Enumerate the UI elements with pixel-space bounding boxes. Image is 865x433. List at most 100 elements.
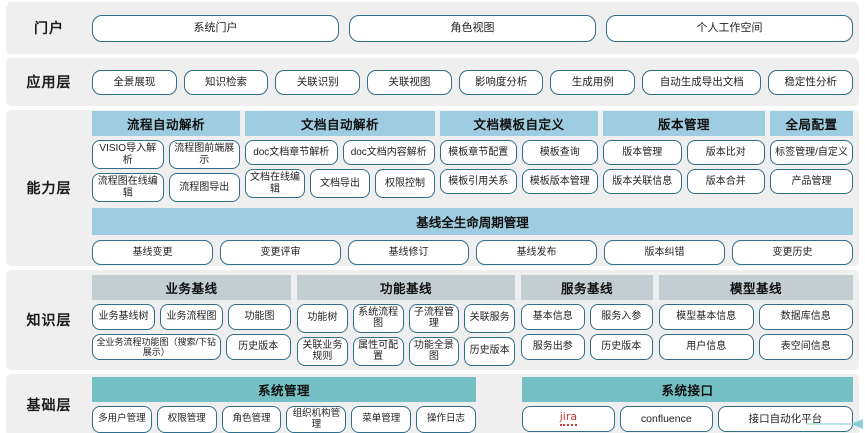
baseline-button-version-correction[interactable]: 版本纠错 [604, 240, 725, 265]
base-group-system-mgmt: 系统管理 多用户管理 权限管理 角色管理 组织机构管理 菜单管理 操作日志 [92, 376, 476, 433]
baseline-button-publish[interactable]: 基线发布 [476, 240, 597, 265]
top-left-notch [0, 0, 9, 9]
group-title-version-mgmt: 版本管理 [603, 111, 765, 136]
kn-button-function-tree[interactable]: 功能树 [297, 303, 348, 333]
cap-button-product-mgmt[interactable]: 产品管理 [770, 169, 853, 194]
baseline-lifecycle-block: 基线全生命周期管理 基线变更 变更评审 基线修订 基线发布 版本纠错 变更历史 [92, 208, 853, 265]
layer-knowledge-body: 业务基线 业务基线树 业务流程图 功能图 全业务流程功能图（搜索/下钻展示） 历… [92, 270, 859, 370]
kn-button-full-business-flow-function-map[interactable]: 全业务流程功能图（搜索/下钻展示） [92, 333, 221, 361]
group-title-doc-parse: 文档自动解析 [245, 111, 435, 136]
cap-button-version-compare[interactable]: 版本比对 [686, 140, 765, 165]
kn-button-user-info[interactable]: 用户信息 [659, 333, 754, 360]
cap-button-template-version-mgmt[interactable]: 模板版本管理 [521, 169, 598, 194]
layer-capability-body: 流程自动解析 VISIO导入解析 流程图前端展示 流程图在线编辑 流程图导出 文… [92, 110, 859, 266]
cap-button-doc-content-parse[interactable]: doc文档内容解析 [342, 140, 435, 165]
base-button-menu-mgmt[interactable]: 菜单管理 [351, 405, 412, 433]
group-title-process-parse: 流程自动解析 [92, 111, 240, 136]
capability-group-row: 流程自动解析 VISIO导入解析 流程图前端展示 流程图在线编辑 流程图导出 文… [92, 111, 853, 202]
base-button-org-structure-mgmt[interactable]: 组织机构管理 [286, 405, 347, 433]
cap-button-template-chapter-config[interactable]: 模板章节配置 [440, 140, 517, 165]
app-button-generate-cases[interactable]: 生成用例 [550, 69, 636, 95]
base-button-operation-log[interactable]: 操作日志 [416, 405, 476, 433]
cap-button-flowchart-online-edit[interactable]: 流程图在线编辑 [92, 173, 164, 202]
cap-button-version-merge[interactable]: 版本合并 [686, 169, 765, 194]
base-button-jira[interactable]: jira [522, 405, 615, 432]
kn-button-basic-info[interactable]: 基本信息 [521, 303, 585, 330]
group-rows-service-baseline: 基本信息 服务入参 服务出参 历史版本 [521, 300, 653, 360]
kn-button-service-input-params[interactable]: 服务入参 [589, 303, 653, 330]
kn-button-model-basic-info[interactable]: 模型基本信息 [659, 303, 754, 330]
base-group-row: 系统管理 多用户管理 权限管理 角色管理 组织机构管理 菜单管理 操作日志 系 [92, 376, 853, 433]
base-button-multi-user-mgmt[interactable]: 多用户管理 [92, 405, 152, 433]
app-button-impact-analysis[interactable]: 影响度分析 [458, 69, 544, 95]
layer-base-label: 基础层 [26, 397, 72, 413]
group-rows-doc-template: 模板章节配置 模板查询 模板引用关系 模板版本管理 [440, 136, 598, 194]
kn-button-related-business-rules[interactable]: 关联业务规则 [297, 336, 348, 366]
group-line: 基本信息 服务入参 [521, 303, 653, 330]
layer-knowledge-label: 知识层 [26, 312, 72, 328]
app-button-auto-export-doc[interactable]: 自动生成导出文档 [642, 69, 762, 95]
app-button-stability-analysis[interactable]: 稳定性分析 [768, 69, 853, 95]
baseline-button-change-review[interactable]: 变更评审 [220, 240, 341, 265]
cap-button-doc-chapter-parse[interactable]: doc文档章节解析 [245, 140, 338, 165]
group-line: 版本管理 版本比对 [603, 140, 765, 165]
kn-button-function-panorama[interactable]: 功能全景图 [408, 336, 460, 366]
bottom-right-arrow-icon [807, 419, 865, 429]
cap-button-template-query[interactable]: 模板查询 [521, 140, 598, 165]
group-line: jira confluence 接口自动化平台 [522, 405, 853, 432]
knowledge-group-business-baseline: 业务基线 业务基线树 业务流程图 功能图 全业务流程功能图（搜索/下钻展示） 历… [92, 274, 291, 366]
group-line: 模板引用关系 模板版本管理 [440, 169, 598, 194]
kn-button-attribute-configurable[interactable]: 属性可配置 [352, 336, 404, 366]
group-line: 功能树 系统流程图 子流程管理 关联服务 [297, 303, 515, 333]
cap-button-tag-mgmt-custom[interactable]: 标签管理/自定义 [770, 140, 853, 165]
group-rows-global-config: 标签管理/自定义 产品管理 [770, 136, 853, 194]
cap-button-doc-export[interactable]: 文档导出 [310, 169, 370, 198]
base-button-confluence[interactable]: confluence [619, 405, 713, 432]
app-button-panorama[interactable]: 全景展现 [92, 69, 177, 95]
base-button-interface-automation-platform[interactable]: 接口自动化平台 [717, 405, 853, 432]
portal-button-role-view[interactable]: 角色视图 [349, 14, 596, 42]
baseline-button-change[interactable]: 基线变更 [92, 240, 213, 265]
app-button-relation-view[interactable]: 关联视图 [367, 69, 452, 95]
cap-button-permission-control[interactable]: 权限控制 [375, 169, 435, 198]
kn-button-tablespace-info[interactable]: 表空间信息 [758, 333, 853, 360]
cap-button-flowchart-export[interactable]: 流程图导出 [168, 173, 240, 202]
base-button-role-mgmt[interactable]: 角色管理 [221, 405, 282, 433]
group-rows-business-baseline: 业务基线树 业务流程图 功能图 全业务流程功能图（搜索/下钻展示） 历史版本 [92, 300, 291, 361]
group-line: 用户信息 表空间信息 [659, 333, 853, 360]
portal-button-personal-workspace[interactable]: 个人工作空间 [606, 14, 853, 42]
kn-button-database-info[interactable]: 数据库信息 [758, 303, 853, 330]
knowledge-group-model-baseline: 模型基线 模型基本信息 数据库信息 用户信息 表空间信息 [659, 274, 853, 366]
portal-button-row: 系统门户 角色视图 个人工作空间 [92, 14, 853, 42]
portal-button-system[interactable]: 系统门户 [92, 14, 339, 42]
cap-button-doc-online-edit[interactable]: 文档在线编辑 [245, 169, 305, 198]
kn-button-history-version-service[interactable]: 历史版本 [589, 333, 653, 360]
kn-button-business-baseline-tree[interactable]: 业务基线树 [92, 303, 155, 330]
base-button-permission-mgmt[interactable]: 权限管理 [156, 405, 217, 433]
kn-button-business-flowchart[interactable]: 业务流程图 [160, 303, 223, 330]
baseline-button-change-history[interactable]: 变更历史 [732, 240, 853, 265]
kn-button-history-version-function[interactable]: 历史版本 [464, 336, 515, 366]
group-title-system-interface: 系统接口 [522, 376, 853, 402]
layer-capability-label: 能力层 [26, 180, 72, 196]
app-button-relation-recognition[interactable]: 关联识别 [275, 69, 361, 95]
cap-button-visio-import-parse[interactable]: VISIO导入解析 [92, 140, 164, 169]
group-rows-system-interface: jira confluence 接口自动化平台 [522, 402, 853, 432]
kn-button-subprocess-mgmt[interactable]: 子流程管理 [408, 303, 460, 333]
kn-button-related-service[interactable]: 关联服务 [464, 303, 515, 333]
group-title-business-baseline: 业务基线 [92, 274, 291, 300]
kn-button-service-output-params[interactable]: 服务出参 [521, 333, 585, 360]
cap-button-version-relation-info[interactable]: 版本关联信息 [603, 169, 682, 194]
kn-button-history-version-business[interactable]: 历史版本 [225, 333, 291, 361]
baseline-button-revision[interactable]: 基线修订 [348, 240, 469, 265]
group-line: 产品管理 [770, 169, 853, 194]
group-line: 关联业务规则 属性可配置 功能全景图 历史版本 [297, 336, 515, 366]
cap-button-flowchart-frontend-display[interactable]: 流程图前端展示 [168, 140, 240, 169]
cap-button-version-mgmt[interactable]: 版本管理 [603, 140, 682, 165]
group-title-doc-template: 文档模板自定义 [440, 111, 598, 136]
layer-base-body: 系统管理 多用户管理 权限管理 角色管理 组织机构管理 菜单管理 操作日志 系 [92, 374, 859, 433]
app-button-knowledge-search[interactable]: 知识检索 [183, 69, 269, 95]
cap-button-template-reference[interactable]: 模板引用关系 [440, 169, 517, 194]
kn-button-system-flowchart[interactable]: 系统流程图 [352, 303, 404, 333]
kn-button-function-map[interactable]: 功能图 [228, 303, 291, 330]
